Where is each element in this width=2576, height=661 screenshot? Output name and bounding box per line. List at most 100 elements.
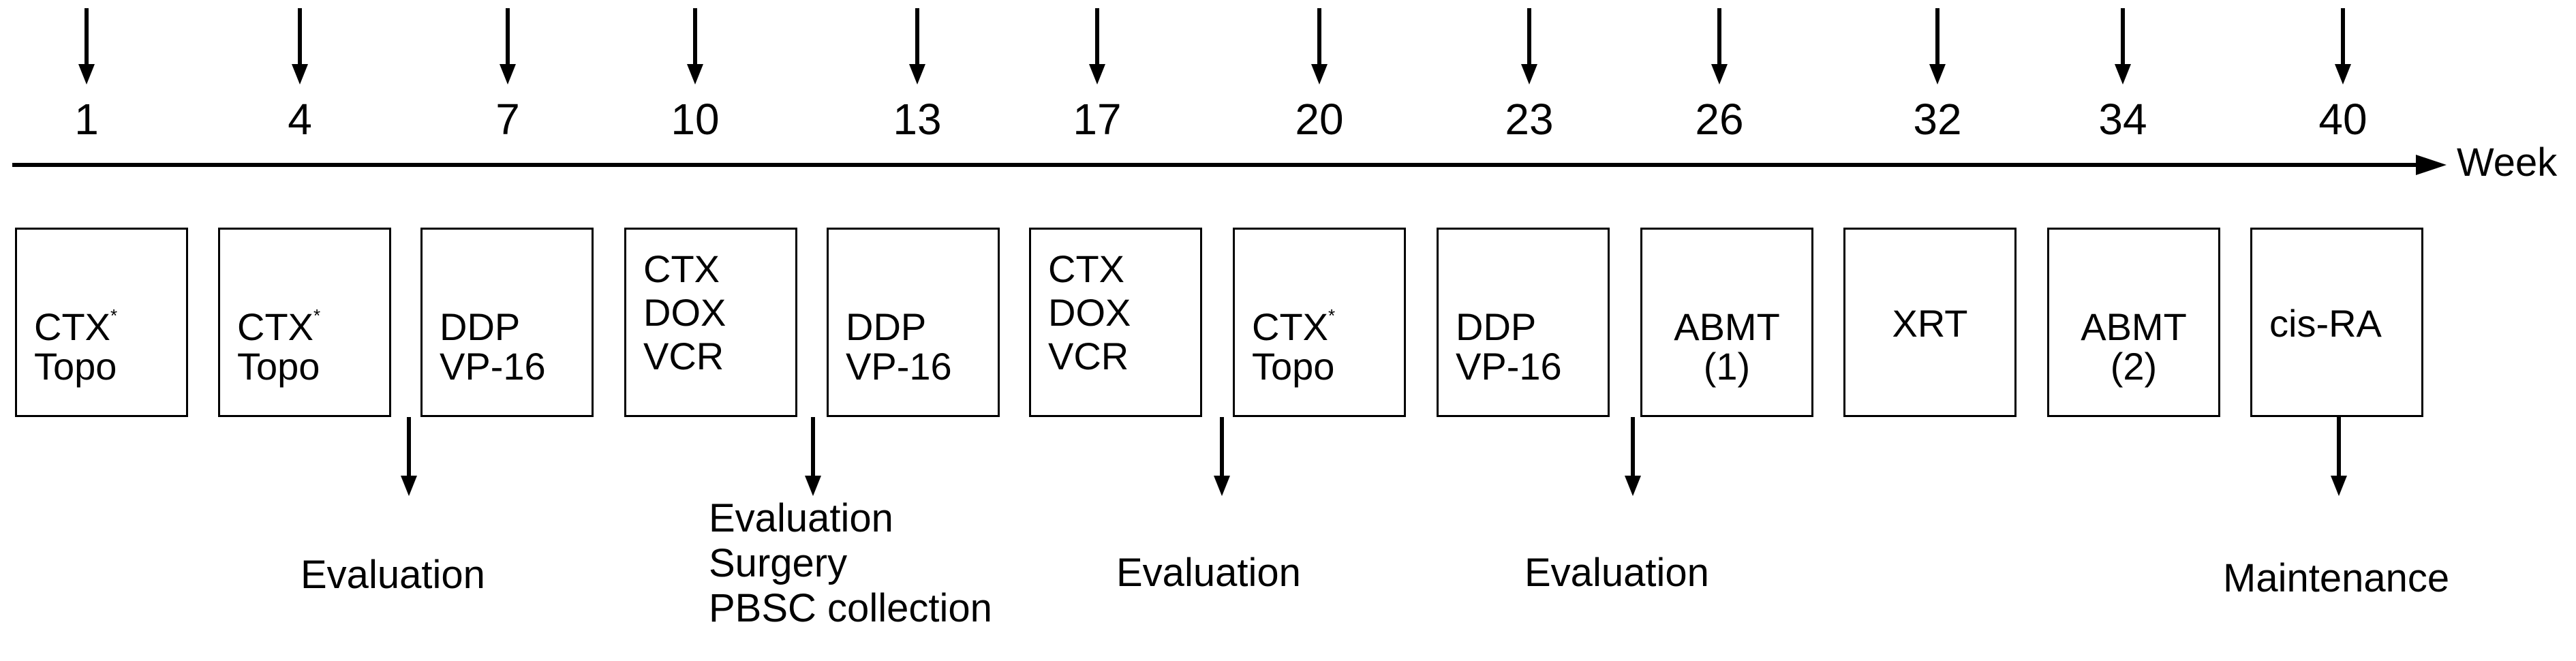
treatment-text: CTX: [237, 305, 313, 348]
treatment-text: DDP: [846, 305, 927, 348]
treatment-box: CTX*Topo: [1233, 228, 1406, 417]
event-label-line: Maintenance: [2223, 556, 2450, 600]
treatment-text: VP-16: [846, 345, 952, 388]
treatment-box: cis-RA: [2250, 228, 2423, 417]
treatment-box-line: CTX*: [237, 305, 321, 348]
treatment-box-line: VP-16: [846, 348, 952, 386]
treatment-text: CTX: [1252, 305, 1328, 348]
treatment-box-line: VCR: [643, 337, 724, 375]
week-arrow-34: [2115, 8, 2131, 84]
event-label-line: Evaluation: [1524, 551, 1709, 595]
treatment-box: ABMT(2): [2047, 228, 2220, 417]
treatment-text: Topo: [1252, 345, 1335, 388]
treatment-text: Topo: [237, 345, 320, 388]
week-label: 17: [1073, 95, 1122, 144]
treatment-box-line: XRT: [1845, 305, 2014, 343]
treatment-box-line: CTX: [1048, 250, 1124, 288]
treatment-text: DDP: [1456, 305, 1537, 348]
treatment-box-line: VP-16: [440, 348, 546, 386]
week-arrow-1: [78, 8, 95, 84]
week-label: 7: [495, 95, 520, 144]
treatment-text: VCR: [1048, 335, 1129, 378]
treatment-text: VP-16: [1456, 345, 1562, 388]
treatment-text: VCR: [643, 335, 724, 378]
week-label: 40: [2318, 95, 2367, 144]
treatment-box-line: VP-16: [1456, 348, 1562, 386]
treatment-box: CTX*Topo: [218, 228, 391, 417]
event-label: Evaluation: [301, 555, 485, 600]
week-label: 23: [1505, 95, 1554, 144]
treatment-text: CTX: [34, 305, 110, 348]
treatment-box-line: ABMT: [1642, 308, 1811, 346]
week-label: 20: [1295, 95, 1344, 144]
week-label: 4: [288, 95, 312, 144]
week-label: 13: [893, 95, 942, 144]
treatment-box: XRT: [1843, 228, 2017, 417]
treatment-text: CTX: [1048, 247, 1124, 290]
treatment-text: XRT: [1892, 302, 1968, 345]
treatment-box-line: Topo: [34, 348, 117, 386]
treatment-text: (2): [2110, 345, 2158, 388]
week-arrow-20: [1311, 8, 1328, 84]
event-arrow: [805, 417, 821, 496]
treatment-box: CTX DOX VCR: [1029, 228, 1202, 417]
treatment-box-line: ABMT: [2049, 308, 2218, 346]
treatment-box-line: DOX: [643, 294, 726, 332]
week-arrow-7: [500, 8, 516, 84]
treatment-text: CTX: [643, 247, 720, 290]
treatment-text: ABMT: [1674, 305, 1780, 348]
treatment-box-line: DDP: [846, 308, 926, 346]
treatment-box-line: Topo: [1252, 348, 1334, 386]
event-arrow: [1625, 417, 1641, 496]
event-label-line: Surgery: [709, 541, 848, 585]
week-arrow-40: [2335, 8, 2351, 84]
treatment-box-line: VCR: [1048, 337, 1129, 375]
treatment-text: DOX: [1048, 291, 1131, 334]
treatment-text: DDP: [440, 305, 521, 348]
week-label: 32: [1913, 95, 1962, 144]
event-arrow: [401, 417, 417, 496]
week-arrow-26: [1711, 8, 1728, 84]
week-label: 34: [2098, 95, 2147, 144]
treatment-box: CTX DOX VCR: [624, 228, 797, 417]
treatment-text: VP-16: [440, 345, 546, 388]
week-label: 10: [671, 95, 720, 144]
treatment-box-line: (1): [1642, 348, 1811, 386]
treatment-box-line: cis-RA: [2269, 305, 2382, 343]
treatment-box-line: DOX: [1048, 294, 1131, 332]
event-label: Evaluation: [1116, 553, 1301, 598]
superscript-marker: *: [1328, 305, 1336, 326]
treatment-text: cis-RA: [2269, 302, 2382, 345]
superscript-marker: *: [110, 305, 118, 326]
event-label-line: Evaluation: [301, 553, 485, 597]
week-arrow-13: [909, 8, 925, 84]
treatment-box-line: CTX*: [1252, 305, 1336, 348]
week-arrow-17: [1089, 8, 1105, 84]
treatment-box-line: (2): [2049, 348, 2218, 386]
event-label: Maintenance: [2223, 559, 2449, 604]
treatment-box-line: CTX*: [34, 305, 118, 348]
superscript-marker: *: [313, 305, 321, 326]
treatment-box: ABMT(1): [1640, 228, 1813, 417]
treatment-box-line: CTX: [643, 250, 720, 288]
treatment-text: Topo: [34, 345, 117, 388]
treatment-box: CTX*Topo: [15, 228, 188, 417]
treatment-box-line: DDP: [1456, 308, 1536, 346]
axis-unit-label: Week: [2457, 140, 2558, 185]
treatment-box-line: DDP: [440, 308, 520, 346]
week-arrow-4: [292, 8, 308, 84]
week-arrow-10: [687, 8, 703, 84]
week-label: 1: [74, 95, 99, 144]
event-arrow: [2331, 417, 2347, 496]
treatment-box-line: Topo: [237, 348, 320, 386]
event-arrow: [1214, 417, 1230, 496]
week-label: 26: [1695, 95, 1744, 144]
event-label-line: PBSC collection: [709, 586, 992, 630]
event-label-line: Evaluation: [1116, 551, 1301, 595]
event-label: Evaluation: [1524, 553, 1709, 598]
